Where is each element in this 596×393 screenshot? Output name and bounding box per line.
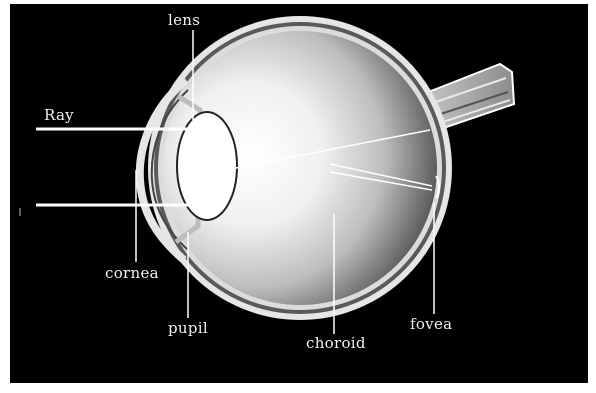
label-pupil: pupil: [168, 320, 208, 336]
label-cornea: cornea: [105, 265, 159, 281]
label-lens: lens: [168, 12, 200, 28]
label-ray: Ray: [44, 107, 74, 123]
label-choroid: choroid: [306, 335, 366, 351]
label-fovea: fovea: [410, 316, 452, 332]
